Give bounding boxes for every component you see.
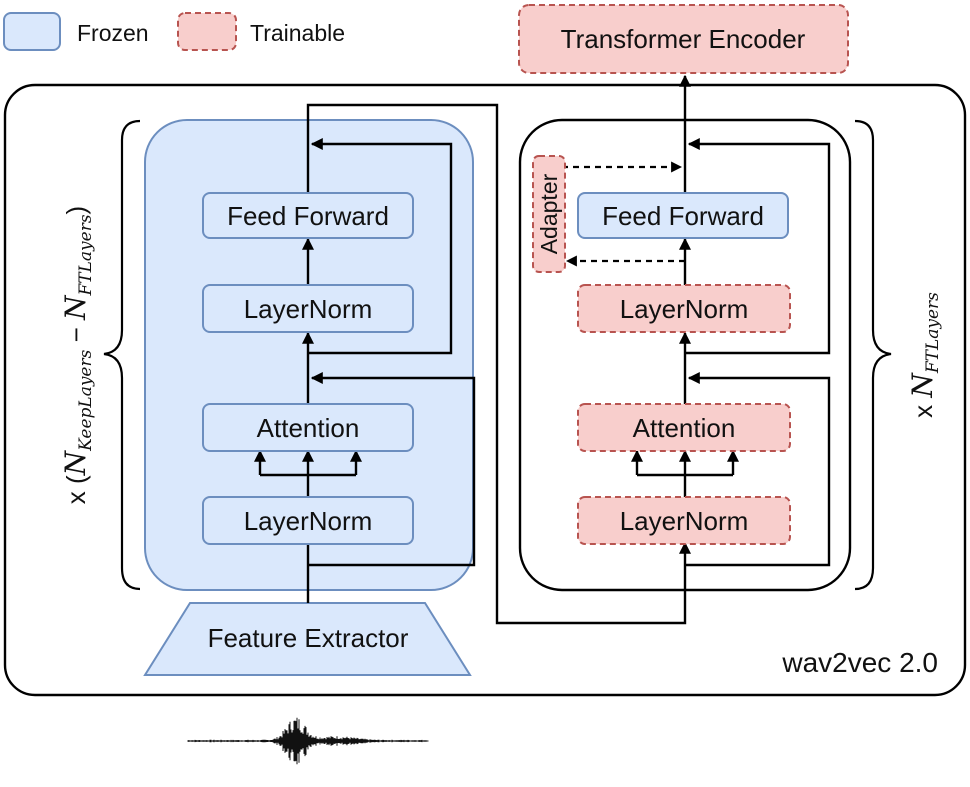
legend-frozen-label: Frozen (77, 20, 149, 46)
frozen-feed-forward-label: Feed Forward (227, 201, 389, 231)
trainable-layernorm-top-label: LayerNorm (620, 294, 749, 324)
trainable-feed-forward-label: Feed Forward (602, 201, 764, 231)
frozen-layernorm-top-block (202, 284, 414, 333)
trainable-feed-forward-block (577, 192, 789, 239)
frozen-stack-wiring (254, 103, 687, 625)
frozen-layernorm-bottom-label: LayerNorm (244, 506, 373, 536)
adapter-label: Adapter (536, 173, 562, 254)
legend-trainable-label: Trainable (250, 20, 345, 46)
left-ft-subscript: FTLayers (76, 214, 96, 296)
frozen-feed-forward-block (202, 192, 414, 239)
frozen-layernorm-top-label: LayerNorm (244, 294, 373, 324)
left-keep-subscript: KeepLayers (76, 349, 96, 451)
adapter-block (532, 155, 566, 273)
left-repeat-prefix: x ( (61, 475, 91, 504)
wav2vec-container (3, 83, 967, 697)
trainable-attention-block (577, 403, 791, 452)
left-n-ft: N (59, 294, 92, 321)
left-minus: − (61, 320, 91, 350)
right-repeat-prefix: x (908, 398, 938, 418)
trainable-layernorm-top-block (577, 284, 791, 333)
frozen-attention-label: Attention (257, 413, 360, 443)
trainable-stack-wiring (562, 74, 831, 567)
feature-extractor-block (143, 602, 472, 676)
left-repeat-brace (103, 119, 141, 591)
wav2vec-label: wav2vec 2.0 (781, 647, 938, 678)
left-repeat-suffix: ) (61, 206, 91, 215)
left-repeat-label: x (NKeepLayers − NFTLayers) (59, 206, 96, 504)
legend: Frozen Trainable (3, 12, 345, 51)
transformer-encoder-label: Transformer Encoder (561, 24, 806, 54)
feature-extractor-label: Feature Extractor (208, 623, 409, 653)
frozen-attention-block (202, 403, 414, 452)
right-repeat-brace (854, 119, 892, 591)
legend-frozen-swatch (3, 12, 61, 51)
svg-text:x (NKeepLayers − NFTLayers): x (NKeepLayers − NFTLayers) (59, 206, 96, 504)
right-repeat-label: x NFTLayers (906, 292, 943, 418)
left-n-keep: N (59, 449, 92, 476)
right-ft-subscript: FTLayers (923, 292, 943, 374)
svg-text:x NFTLayers: x NFTLayers (906, 292, 943, 418)
transformer-encoder-block (518, 4, 849, 74)
frozen-layernorm-bottom-block (202, 496, 414, 545)
audio-waveform-icon (187, 717, 429, 765)
trainable-layernorm-bottom-label: LayerNorm (620, 506, 749, 536)
right-n-ft: N (906, 372, 939, 399)
legend-trainable-swatch (177, 12, 237, 51)
trainable-layernorm-bottom-block (577, 496, 791, 545)
trainable-attention-label: Attention (633, 413, 736, 443)
